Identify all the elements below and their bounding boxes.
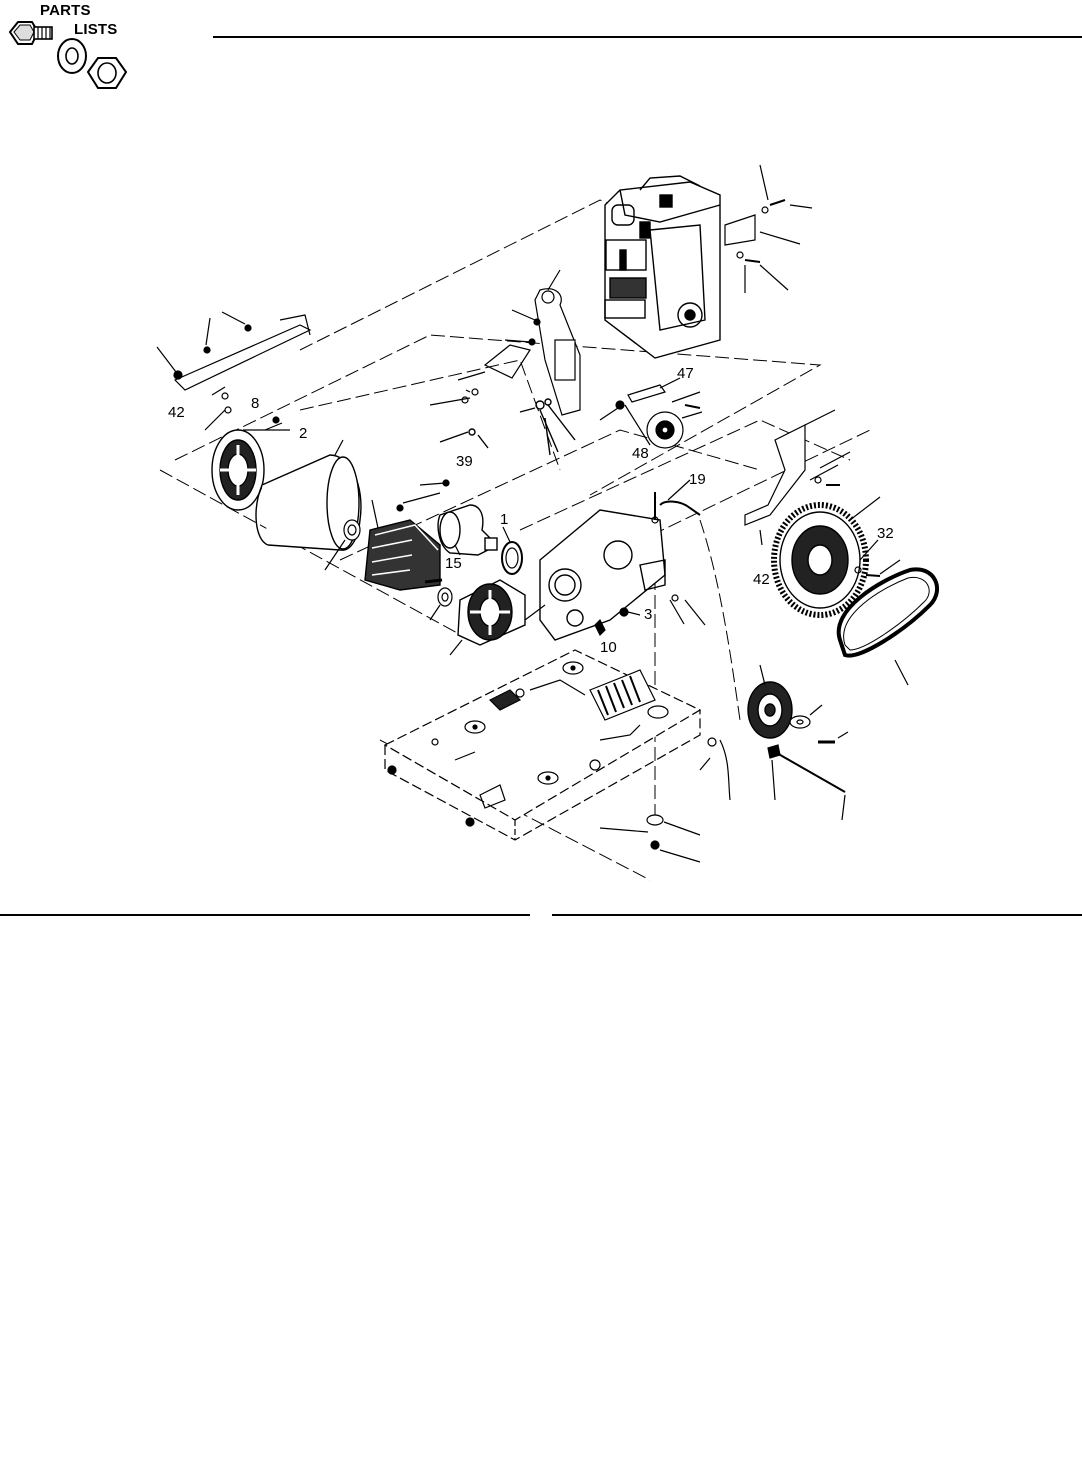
callout-8: 8 bbox=[251, 396, 259, 411]
callout-1: 1 bbox=[500, 512, 508, 527]
end-bell-left bbox=[212, 430, 264, 510]
right-column-rule bbox=[552, 914, 1082, 916]
end-bell-right bbox=[458, 580, 525, 645]
callout-15: 15 bbox=[445, 556, 462, 571]
exploded-parts-diagram bbox=[0, 0, 1082, 900]
callout-3: 3 bbox=[644, 607, 652, 622]
rotor bbox=[365, 520, 442, 590]
callout-10: 10 bbox=[600, 640, 617, 655]
callout-39: 39 bbox=[456, 454, 473, 469]
starter-motor bbox=[438, 505, 497, 555]
callout-2: 2 bbox=[299, 426, 307, 441]
engine-block bbox=[605, 176, 720, 358]
callout-32: 32 bbox=[877, 526, 894, 541]
callout-42-right: 42 bbox=[753, 572, 770, 587]
callout-47: 47 bbox=[677, 366, 694, 381]
callout-42-left: 42 bbox=[168, 405, 185, 420]
crank-pulley bbox=[748, 682, 792, 738]
callout-48: 48 bbox=[632, 446, 649, 461]
left-column-rule bbox=[0, 914, 530, 916]
callout-19: 19 bbox=[689, 472, 706, 487]
base-frame bbox=[385, 650, 700, 840]
flywheel-gear bbox=[774, 505, 866, 615]
